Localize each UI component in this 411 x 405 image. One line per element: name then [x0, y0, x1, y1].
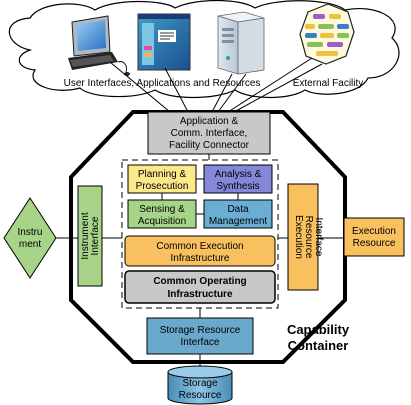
execution-resource-label-line2: Resource — [353, 238, 396, 249]
data-label-line1: Data — [227, 204, 249, 215]
storage-resource-interface-box — [146, 317, 254, 355]
application-comm-interface-box — [147, 111, 271, 155]
analysis-label-line1: Analysis & — [215, 169, 262, 180]
execution-resource-box — [343, 217, 405, 257]
storage-resource-label-line2: Resource — [179, 390, 222, 401]
storage-resource-label-line1: Storage — [182, 378, 217, 389]
execution-interface-label-line1: Execution — [293, 215, 304, 259]
execution-interface-label-line3: Interface — [313, 218, 324, 257]
storage-resource-cylinder — [167, 365, 233, 405]
storage-interface-label-line2: Interface — [181, 337, 220, 348]
interface-label-line2: Comm. Interface, — [171, 128, 248, 139]
instrument-label-line1: Instru — [17, 227, 42, 238]
instrument-interface-label-line2: Interface — [90, 216, 101, 255]
planning-label-line2: Prosecution — [136, 181, 189, 192]
capability-container-title-line1: Capability — [287, 322, 350, 337]
execution-resource-interface-box — [287, 183, 319, 291]
computer-icon — [68, 15, 130, 76]
sensing-acquisition-box — [127, 199, 197, 229]
cloud-connector-lines — [109, 57, 323, 113]
cei-label-line1: Common Execution — [156, 241, 243, 252]
planning-label-line1: Planning & — [138, 169, 187, 180]
interface-label-line1: Application & — [180, 116, 239, 127]
common-execution-infrastructure-box — [124, 235, 276, 267]
data-management-box — [203, 199, 273, 229]
common-operating-infrastructure-box — [124, 270, 276, 304]
instrument-interface-label-line1: Instrument — [80, 212, 91, 259]
cei-label-line2: Infrastructure — [171, 253, 230, 264]
interface-label-line3: Facility Connector — [169, 140, 250, 151]
data-label-line2: Management — [209, 216, 268, 227]
coi-label-line2: Infrastructure — [167, 289, 232, 300]
coi-label-line1: Common Operating — [153, 276, 246, 287]
external-facility-icon — [299, 3, 355, 65]
storage-interface-label-line1: Storage Resource — [160, 325, 241, 336]
execution-interface-label-line2: Resource — [303, 216, 314, 259]
sensing-label-line2: Acquisition — [138, 216, 186, 227]
instrument-interface-box — [77, 185, 103, 287]
planning-prosecution-box — [127, 164, 197, 194]
server-icon — [217, 11, 265, 75]
cloud-caption-resources: User Interfaces, Applications and Resour… — [64, 78, 261, 89]
capability-container-title-line2: Container — [288, 338, 349, 353]
application-window-icon — [137, 13, 191, 71]
cloud-caption-external-facility: External Facility — [293, 78, 364, 89]
sensing-label-line1: Sensing & — [139, 204, 185, 215]
instrument-node — [3, 197, 57, 279]
execution-resource-label-line1: Execution — [352, 226, 396, 237]
analysis-label-line2: Synthesis — [216, 181, 259, 192]
analysis-synthesis-box — [203, 164, 273, 194]
instrument-label-line2: ment — [19, 239, 41, 250]
